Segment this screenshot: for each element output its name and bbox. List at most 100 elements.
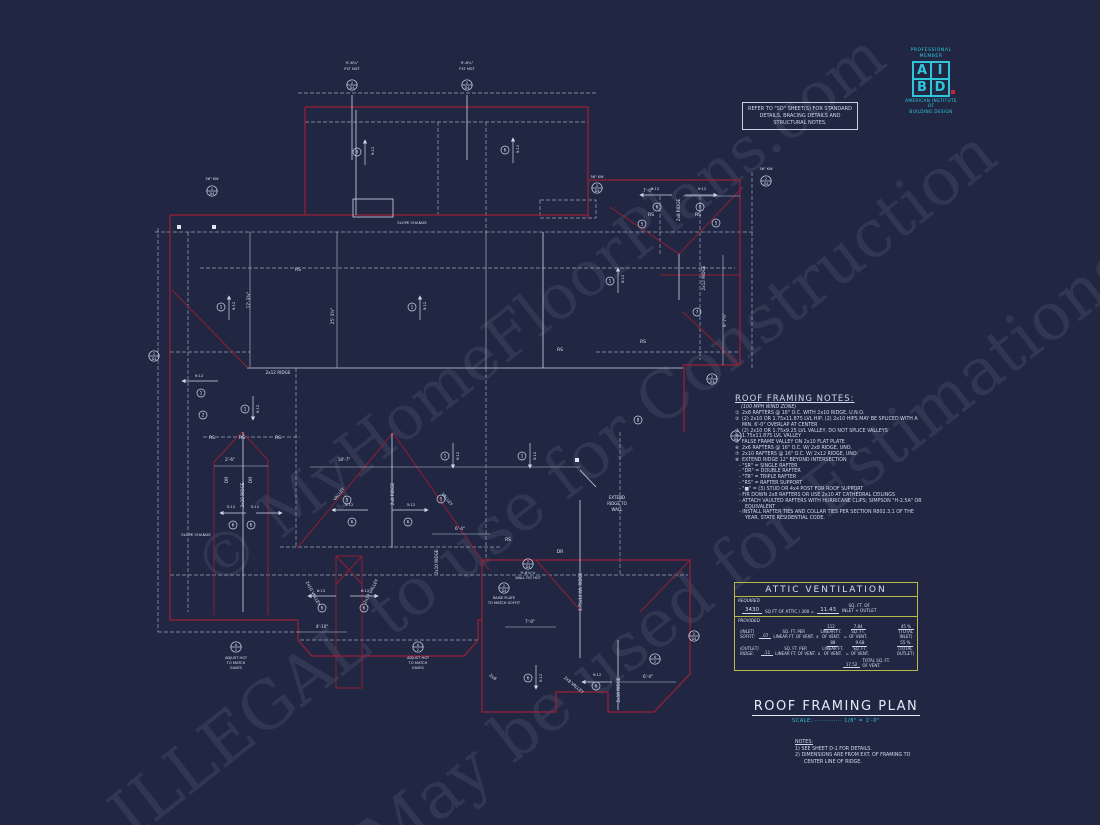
svg-text:D4: D4	[465, 86, 470, 90]
attic-table-title: ATTIC VENTILATION	[735, 583, 917, 597]
plan-label: PLT HGT	[459, 66, 475, 71]
plan-label: 2'-6"	[225, 457, 235, 462]
svg-text:6: 6	[351, 520, 354, 526]
plan-label: 7'-0"	[643, 188, 653, 193]
plan-label: SLOPE CHANGE	[397, 220, 427, 225]
plan-label: 18'-7"	[338, 457, 351, 462]
svg-text:1: 1	[220, 305, 223, 311]
section-marker: 2D4	[688, 630, 700, 642]
section-marker: A2	[230, 641, 242, 653]
plan-label: TO MATCH SOFFIT	[487, 601, 521, 605]
plan-label: 6:12	[317, 588, 326, 593]
plan-label: 5:12	[251, 504, 260, 509]
plan-label: 9:12	[422, 301, 427, 310]
sheet-notes: NOTES: 1) SEE SHEET D-1 FOR DETAILS. 2) …	[795, 740, 925, 766]
framing-note-legend: - "■" = (3) STUD OR 4x4 POST FOR ROOF SU…	[739, 486, 864, 492]
plan-label: ADJUST HGT	[225, 656, 248, 660]
svg-text:6: 6	[363, 606, 366, 612]
svg-text:2: 2	[503, 584, 505, 588]
note-ref-circle: 1	[407, 302, 417, 312]
plan-label: DR	[557, 549, 565, 555]
plan-label: RS	[295, 267, 301, 273]
svg-text:2: 2	[466, 81, 468, 85]
svg-text:2: 2	[202, 413, 205, 419]
plan-label: EAVES	[230, 666, 242, 670]
logo-letter-a: A	[913, 62, 931, 79]
framing-note-item: ②(2) 2x10 OR 1.75x11.875 LVL HIP, (2) 2x…	[735, 416, 918, 428]
plan-label: 5:12	[227, 504, 236, 509]
svg-text:6: 6	[356, 150, 359, 156]
svg-text:5: 5	[641, 222, 644, 228]
plan-label: 5:12	[538, 673, 543, 682]
plan-label: 9:12	[620, 274, 625, 283]
aibd-letter-grid: A I B D	[912, 61, 955, 97]
standard-details-note: REFER TO "SD" SHEET(S) FOR STANDARD DETA…	[742, 102, 858, 131]
svg-text:8: 8	[637, 418, 640, 424]
section-marker: 2D4	[730, 430, 742, 442]
outlet-length: 88	[827, 641, 839, 648]
svg-text:2: 2	[735, 432, 737, 436]
note-ref-circle: 6	[352, 147, 362, 157]
svg-text:6: 6	[250, 523, 253, 529]
note-ref-circle: 6	[403, 517, 413, 527]
svg-text:1: 1	[244, 407, 247, 413]
svg-text:6: 6	[656, 205, 659, 211]
svg-text:D4: D4	[692, 637, 697, 641]
section-marker: 2D4	[346, 79, 358, 91]
plan-label: 6:12	[361, 588, 370, 593]
logo-building-design: BUILDING DESIGN	[909, 109, 953, 115]
svg-text:2: 2	[693, 632, 695, 636]
svg-text:2: 2	[596, 184, 598, 188]
plan-label: 9:12	[698, 186, 707, 191]
note-ref-circle: 5	[637, 219, 647, 229]
section-marker: 2D4	[461, 79, 473, 91]
svg-text:6: 6	[232, 523, 235, 529]
outlet-rate: .11	[760, 650, 774, 657]
svg-text:1: 1	[609, 279, 612, 285]
dimension-lines	[214, 195, 740, 683]
logo-professional: PROFESSIONAL	[910, 48, 952, 53]
plan-label: 36" KW	[205, 177, 219, 181]
framing-note-legend: - INSTALL RAFTER TIES AND COLLAR TIES PE…	[739, 510, 914, 522]
plan-label: 9'-8¼"	[346, 60, 359, 65]
plan-label: 9:12	[195, 373, 204, 378]
plan-label: 25'-3¾"	[330, 308, 335, 325]
svg-text:2: 2	[527, 560, 529, 564]
svg-text:D4: D4	[734, 437, 739, 441]
note-ref-circle: 6	[359, 603, 369, 613]
framing-note-legend: - "SR" = SINGLE RAFTER	[739, 463, 798, 469]
sheet-note-item: 2) DIMENSIONS ARE FROM EXT. OF FRAMING T…	[795, 753, 911, 765]
plan-label: RS	[640, 339, 646, 345]
note-ref-circle: 1	[440, 451, 450, 461]
svg-text:D4: D4	[152, 357, 157, 361]
plan-label: 1.75x14 LVL RIDGE	[578, 572, 583, 611]
plan-label: 9:12	[370, 146, 375, 155]
svg-text:6: 6	[699, 205, 702, 211]
svg-text:D4: D4	[210, 192, 215, 196]
plan-label: 2x8 RIDGE	[390, 482, 395, 505]
note-ref-circle: 6	[695, 202, 705, 212]
roof-outline-red	[169, 106, 741, 713]
plan-label: VALLEY	[332, 486, 346, 502]
plan-label: 2x12 RIDGE	[701, 265, 706, 290]
provided-label: PROVIDED	[738, 617, 760, 623]
plan-label: 9'-7¾"	[722, 313, 727, 327]
plan-label: 2x10 RIDGE	[616, 677, 621, 702]
note-ref-circle: 6	[347, 517, 357, 527]
svg-text:5: 5	[715, 221, 718, 227]
required-vent-value: 11.43	[817, 607, 839, 614]
plan-label: RS	[648, 212, 654, 218]
note-ref-circle: 6	[652, 202, 662, 212]
svg-text:6: 6	[527, 676, 530, 682]
plan-label: 9:12	[255, 404, 260, 413]
required-label: REQUIRED	[738, 598, 760, 603]
plan-label: 36" KW	[759, 167, 773, 171]
required-formula: SQ FT OF ATTIC / 300 =	[765, 608, 815, 614]
logo-letter-i: I	[931, 62, 949, 79]
svg-text:2: 2	[654, 660, 656, 664]
